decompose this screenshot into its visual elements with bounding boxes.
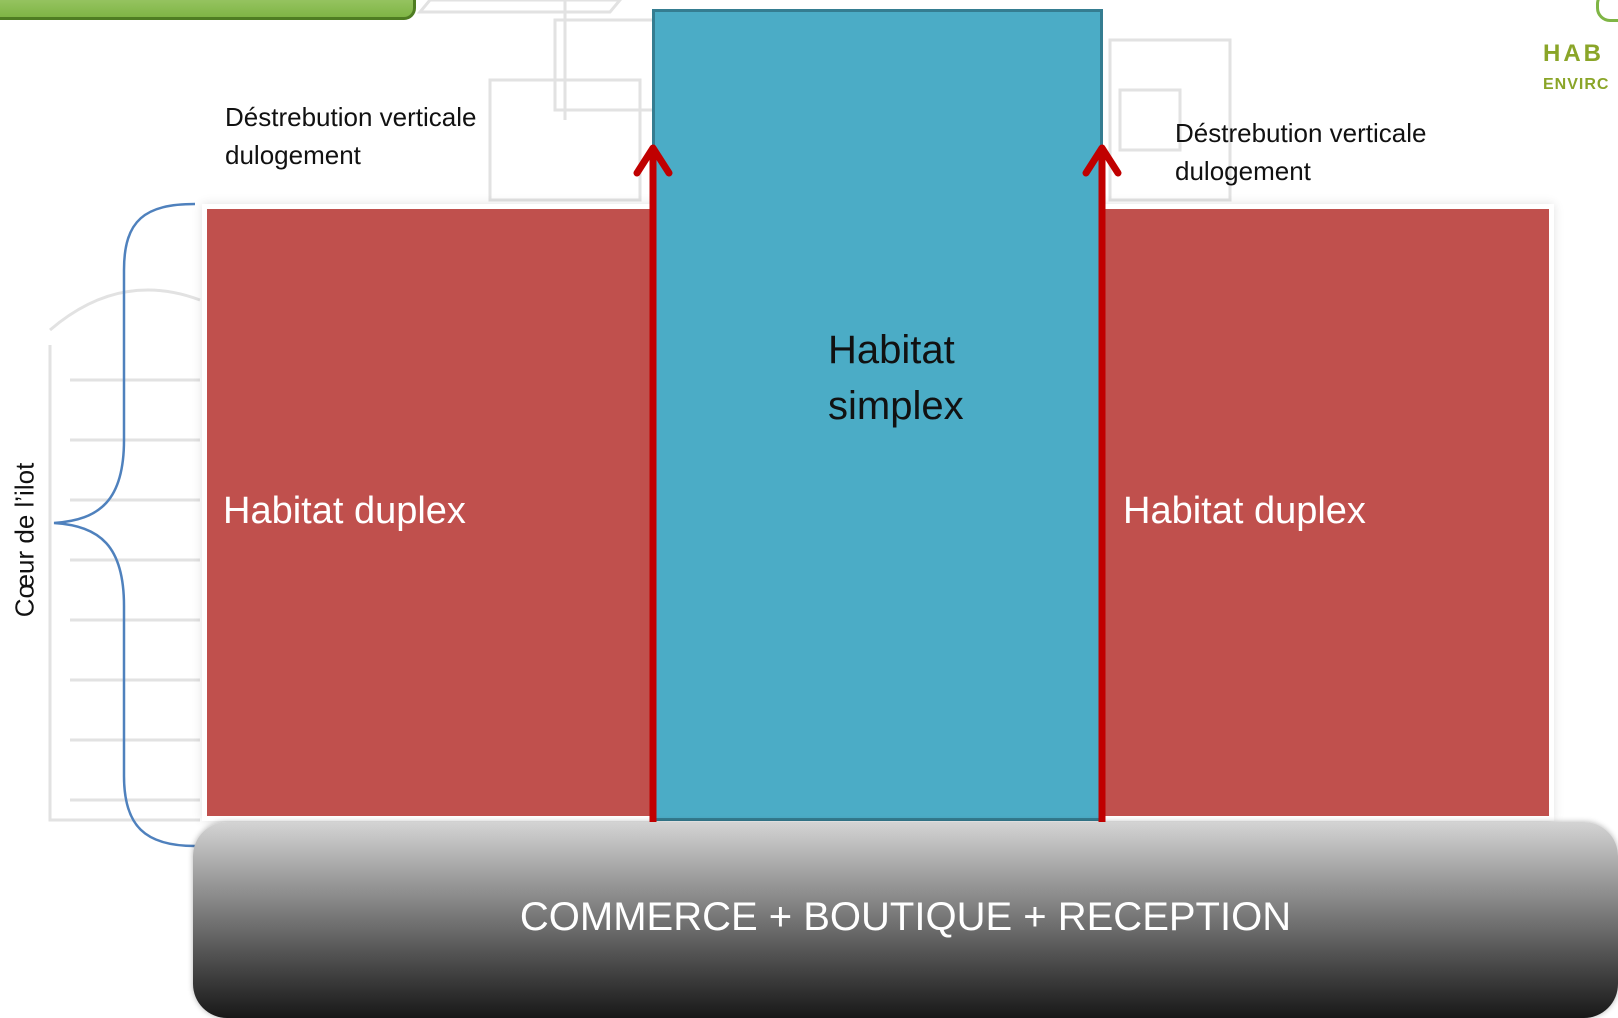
logo-corner-shape xyxy=(1596,0,1618,22)
simplex-label-line1: Habitat xyxy=(828,328,955,372)
distribution-left-line1: Déstrebution verticale xyxy=(225,102,477,132)
side-label: Cœur de l’ilot xyxy=(9,462,40,618)
habitat-duplex-right xyxy=(1102,209,1549,816)
commerce-base-label: COMMERCE + BOUTIQUE + RECEPTION xyxy=(519,895,1292,939)
duplex-right-label: Habitat duplex xyxy=(1123,490,1366,532)
habitat-duplex-left xyxy=(207,209,654,816)
simplex-label: Habitat simplex xyxy=(652,322,1052,434)
duplex-left-label: Habitat duplex xyxy=(223,490,466,532)
distribution-label-right: Déstrebution verticale dulogement xyxy=(1175,114,1426,190)
curly-brace-icon xyxy=(53,202,196,848)
distribution-right-line2: dulogement xyxy=(1175,156,1311,186)
commerce-base xyxy=(193,822,1618,1018)
side-label-container: Cœur de l’ilot xyxy=(0,440,50,640)
title-tab xyxy=(0,0,416,20)
distribution-right-line1: Déstrebution verticale xyxy=(1175,118,1427,148)
simplex-label-line2: simplex xyxy=(828,384,964,428)
logo-text-line2: ENVIRC xyxy=(1543,76,1610,93)
logo-text-line1: HAB xyxy=(1543,40,1604,67)
distribution-label-left: Déstrebution verticale dulogement xyxy=(225,98,476,174)
distribution-left-line2: dulogement xyxy=(225,140,361,170)
